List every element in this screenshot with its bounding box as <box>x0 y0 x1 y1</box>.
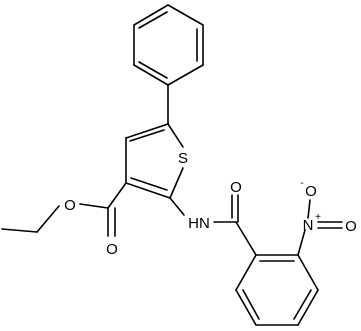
bond-nb-2 <box>297 254 319 291</box>
nitro-oxygen-top-charge: - <box>300 178 303 189</box>
bond-nb-5-inner <box>242 289 260 320</box>
bond-thio-s-c5 <box>167 123 184 148</box>
sulfur-atom-label: S <box>178 150 188 167</box>
bond-lines <box>1 4 343 326</box>
amide-oxygen-label: O <box>230 179 242 196</box>
bond-thio-c3-c2 <box>125 182 171 199</box>
bond-nb-3-inner <box>293 289 312 320</box>
ester-ether-oxygen-label: O <box>64 197 76 214</box>
bond-phenyl-6-inner <box>138 11 168 29</box>
nitro-nitrogen-charge: + <box>315 212 321 223</box>
atom-labels: S HN O O O N + O - O <box>64 150 357 258</box>
bond-ethyl-ch2-ch3 <box>1 228 38 233</box>
bond-nb-6 <box>235 254 257 291</box>
bond-phenyl-6 <box>133 4 169 26</box>
bond-nitro-n-o-top <box>307 199 311 219</box>
nitro-oxygen-top-label: O <box>305 183 317 200</box>
bond-carbonyl-benzene <box>235 221 257 256</box>
nitro-oxygen-right-label: O <box>345 218 357 235</box>
nitro-nitrogen-label: N <box>303 217 314 234</box>
bond-nb-5 <box>235 289 257 326</box>
ester-carbonyl-oxygen-label: O <box>106 241 118 258</box>
bond-ester-c-o <box>79 203 109 209</box>
amide-nitrogen-label: HN <box>188 215 210 232</box>
bond-phenyl-4 <box>133 64 169 86</box>
bond-phenyl-1 <box>167 4 204 26</box>
bond-c2-nh <box>169 197 185 216</box>
bond-ester-o-ch2 <box>36 205 60 233</box>
bond-thio-c5-c4 <box>125 123 169 139</box>
bond-thio-c3-c2-inner <box>130 177 168 191</box>
bond-phenyl-3 <box>167 64 204 86</box>
bond-c3-ester-carbon <box>107 182 127 209</box>
bond-phenyl-4-inner <box>138 61 168 79</box>
bond-nb-3 <box>297 289 319 326</box>
bond-thio-c2-s <box>169 167 184 199</box>
bond-thio-c5-c4-inner <box>129 129 165 142</box>
bond-ring-nitro-n <box>297 229 306 256</box>
